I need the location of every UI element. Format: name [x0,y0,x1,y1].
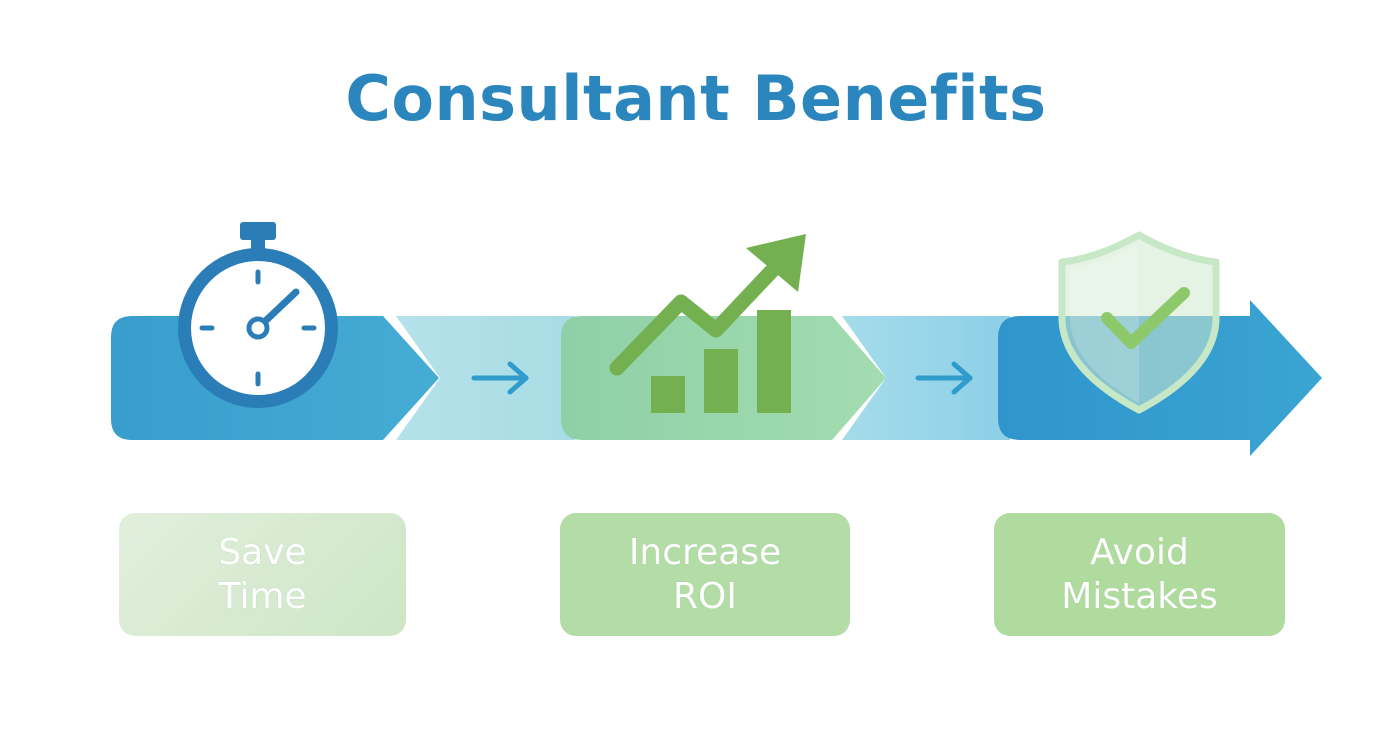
step-1-label-box: Save Time [119,513,406,636]
stopwatch-icon [178,222,338,408]
arrow-right-icon [915,361,973,395]
arrow-right-icon [471,361,529,395]
page-title: Consultant Benefits [345,62,1047,135]
shield-check-icon [1058,231,1220,414]
step-2-label: Increase ROI [628,531,782,617]
step-3-label-box: Avoid Mistakes [994,513,1285,636]
step-1-label: Save Time [218,531,307,617]
step-2-label-box: Increase ROI [560,513,850,636]
growth-chart-icon [609,234,806,413]
step-3-label: Avoid Mistakes [1061,531,1218,617]
